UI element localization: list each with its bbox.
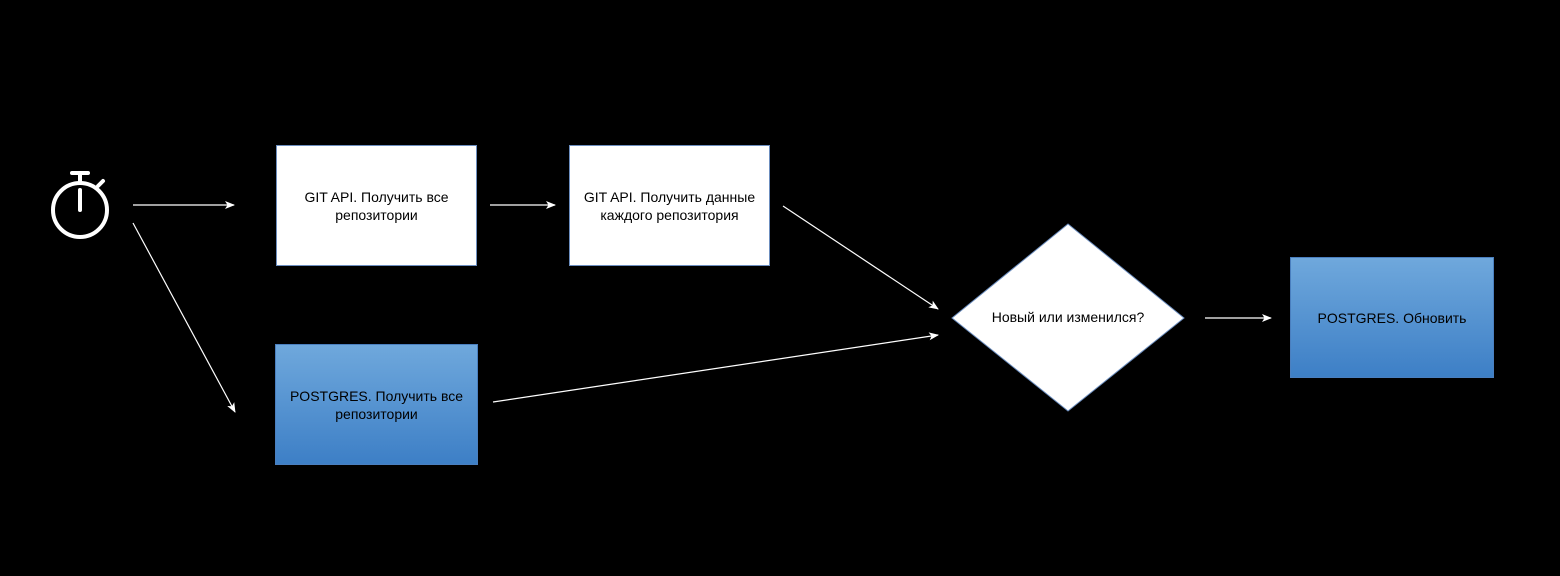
- postgres-update-label: POSTGRES. Обновить: [1317, 309, 1467, 326]
- postgres-get-all-repos-node: POSTGRES. Получить все репозитории: [275, 344, 478, 465]
- postgres-update-node: POSTGRES. Обновить: [1290, 257, 1494, 378]
- git-get-repo-details-node: GIT API. Получить данные каждого репозит…: [569, 145, 770, 266]
- stopwatch-icon: [51, 171, 109, 239]
- git-get-repo-details-label: GIT API. Получить данные каждого репозит…: [583, 188, 756, 223]
- decision-label: Новый или изменился?: [991, 309, 1145, 325]
- git-get-all-repos-node: GIT API. Получить все репозитории: [276, 145, 477, 266]
- decision-diamond: [951, 223, 1185, 412]
- connector-timer-to-pg-all: [132, 222, 236, 413]
- git-get-all-repos-label: GIT API. Получить все репозитории: [304, 188, 449, 223]
- connector-pg-all-to-decision: [492, 332, 939, 403]
- postgres-get-all-repos-label: POSTGRES. Получить все репозитории: [289, 387, 464, 422]
- connector-git-each-to-decision: [782, 205, 939, 310]
